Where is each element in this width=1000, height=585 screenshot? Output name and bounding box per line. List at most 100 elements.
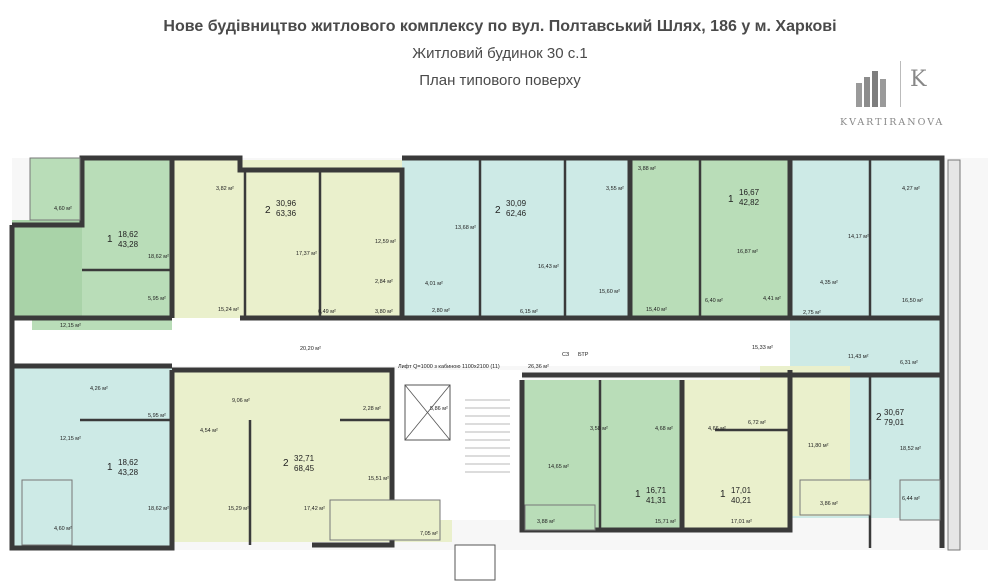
room-area: 4,35 м² — [820, 280, 838, 286]
room-area: 4,27 м² — [902, 186, 920, 192]
room-area: 15,71 м² — [655, 519, 676, 525]
lift-note: Лифт Q=1000 з кабиною 1100x2100 (11) — [398, 364, 500, 370]
room-area: 6,40 м² — [705, 298, 723, 304]
room-area: 6,72 м² — [748, 420, 766, 426]
room-area: 3,88 м² — [638, 166, 656, 172]
rooms-count: 1 — [107, 234, 113, 245]
room-area: 4,68 м² — [655, 426, 673, 432]
stair-core — [392, 370, 522, 581]
apartment-label-8: 1 17,01 40,21 — [720, 486, 752, 505]
room-area: 3,82 м² — [216, 186, 234, 192]
living-area: 30,96 — [276, 199, 297, 208]
room-area: 17,37 м² — [296, 251, 317, 257]
total-area: 42,82 — [739, 198, 760, 207]
logo-divider — [900, 61, 901, 107]
stair-tag: БТР — [578, 352, 589, 358]
room-area: 18,52 м² — [900, 446, 921, 452]
room-area: 4,66 м² — [708, 426, 726, 432]
room-area: 4,60 м² — [54, 206, 72, 212]
apartment-4 — [630, 160, 790, 318]
living-area: 18,62 — [118, 458, 139, 467]
building-logo-icon — [856, 71, 886, 107]
room-area: 18,62 м² — [148, 254, 169, 260]
room-area: 2,84 м² — [375, 279, 393, 285]
room-area: 15,51 м² — [368, 476, 389, 482]
room-area: 4,26 м² — [90, 386, 108, 392]
room-area: 18,62 м² — [148, 506, 169, 512]
room-area: 3,58 м² — [590, 426, 608, 432]
balconies — [21, 157, 961, 551]
apartment-3 — [402, 160, 630, 318]
apartment-label-3: 2 30,09 62,46 — [495, 199, 527, 218]
plan-title: Нове будівництво житлового комплексу по … — [163, 18, 837, 35]
room-area: 17,01 м² — [731, 519, 752, 525]
room-area: 12,15 м² — [60, 436, 81, 442]
room-area: 20,20 м² — [300, 346, 321, 352]
room-area: 2,28 м² — [363, 406, 381, 412]
walls — [9, 155, 945, 551]
rooms-count: 2 — [283, 458, 289, 469]
rooms-count: 2 — [876, 412, 882, 423]
living-area: 18,62 — [118, 230, 139, 239]
room-area: 14,65 м² — [548, 464, 569, 470]
rooms-count: 1 — [728, 194, 734, 205]
room-area: 2,80 м² — [432, 308, 450, 314]
room-area: 6,31 м² — [900, 360, 918, 366]
apartment-2 — [172, 160, 402, 318]
rooms-count: 2 — [495, 205, 501, 216]
living-area: 30,67 — [884, 408, 905, 417]
room-area: 3,88 м² — [537, 519, 555, 525]
room-area: 3,55 м² — [606, 186, 624, 192]
room-area-labels: 4,60 м² 18,62 м² 5,95 м² 12,15 м² 3,82 м… — [54, 166, 923, 537]
apartment-label-4: 1 16,67 42,82 — [728, 188, 760, 207]
room-area: 4,01 м² — [425, 281, 443, 287]
room-area: 12,15 м² — [60, 323, 81, 329]
living-area: 32,71 — [294, 454, 315, 463]
living-area: 30,09 — [506, 199, 527, 208]
room-area: 5,95 м² — [148, 296, 166, 302]
room-area: 14,17 м² — [848, 234, 869, 240]
stair-tag: СЗ — [562, 352, 570, 358]
apartment-labels: 1 18,62 43,28 2 30,96 63,36 2 30,09 62,4… — [107, 188, 905, 505]
room-area: 15,29 м² — [228, 506, 249, 512]
room-area: 15,60 м² — [599, 289, 620, 295]
total-area: 79,01 — [884, 418, 905, 427]
room-area: 16,43 м² — [538, 264, 559, 270]
building-subtitle: Житловий будинок 30 с.1 — [412, 45, 588, 62]
room-area: 15,33 м² — [752, 345, 773, 351]
apartment-label-2: 2 30,96 63,36 — [265, 199, 297, 218]
total-area: 43,28 — [118, 240, 139, 249]
room-area: 9,06 м² — [232, 398, 250, 404]
room-area: 4,41 м² — [763, 296, 781, 302]
room-area: 4,60 м² — [54, 526, 72, 532]
apartment-label-5: 1 18,62 43,28 — [107, 458, 139, 477]
floor-caption: План типового поверху — [419, 72, 581, 89]
living-area: 17,01 — [731, 486, 752, 495]
room-area: 6,15 м² — [520, 309, 538, 315]
logo-wordmark: KVARTIRANOVA — [840, 117, 945, 128]
logo-letter: K — [910, 67, 927, 92]
living-area: 16,71 — [646, 486, 667, 495]
rooms-count: 2 — [265, 205, 271, 216]
room-area: 12,59 м² — [375, 239, 396, 245]
room-area: 11,43 м² — [848, 354, 869, 360]
room-area: 15,24 м² — [218, 307, 239, 313]
apartment-label-9: 2 30,67 79,01 — [876, 408, 905, 427]
room-area: 5,95 м² — [148, 413, 166, 419]
rooms-count: 1 — [107, 462, 113, 473]
rooms-count: 1 — [720, 489, 726, 500]
room-area: 17,42 м² — [304, 506, 325, 512]
total-area: 68,45 — [294, 464, 315, 473]
apartment-label-6: 2 32,71 68,45 — [283, 454, 315, 473]
total-area: 41,31 — [646, 496, 667, 505]
total-area: 40,21 — [731, 496, 752, 505]
total-area: 62,46 — [506, 209, 527, 218]
rooms-count: 1 — [635, 489, 641, 500]
room-area: 15,40 м² — [646, 307, 667, 313]
apartment-label-1: 1 18,62 43,28 — [107, 230, 139, 249]
apartment-1 — [12, 160, 172, 330]
room-area: 6,44 м² — [902, 496, 920, 502]
room-area: 7,05 м² — [420, 531, 438, 537]
room-area: 3,86 м² — [820, 501, 838, 507]
room-area: 16,50 м² — [902, 298, 923, 304]
